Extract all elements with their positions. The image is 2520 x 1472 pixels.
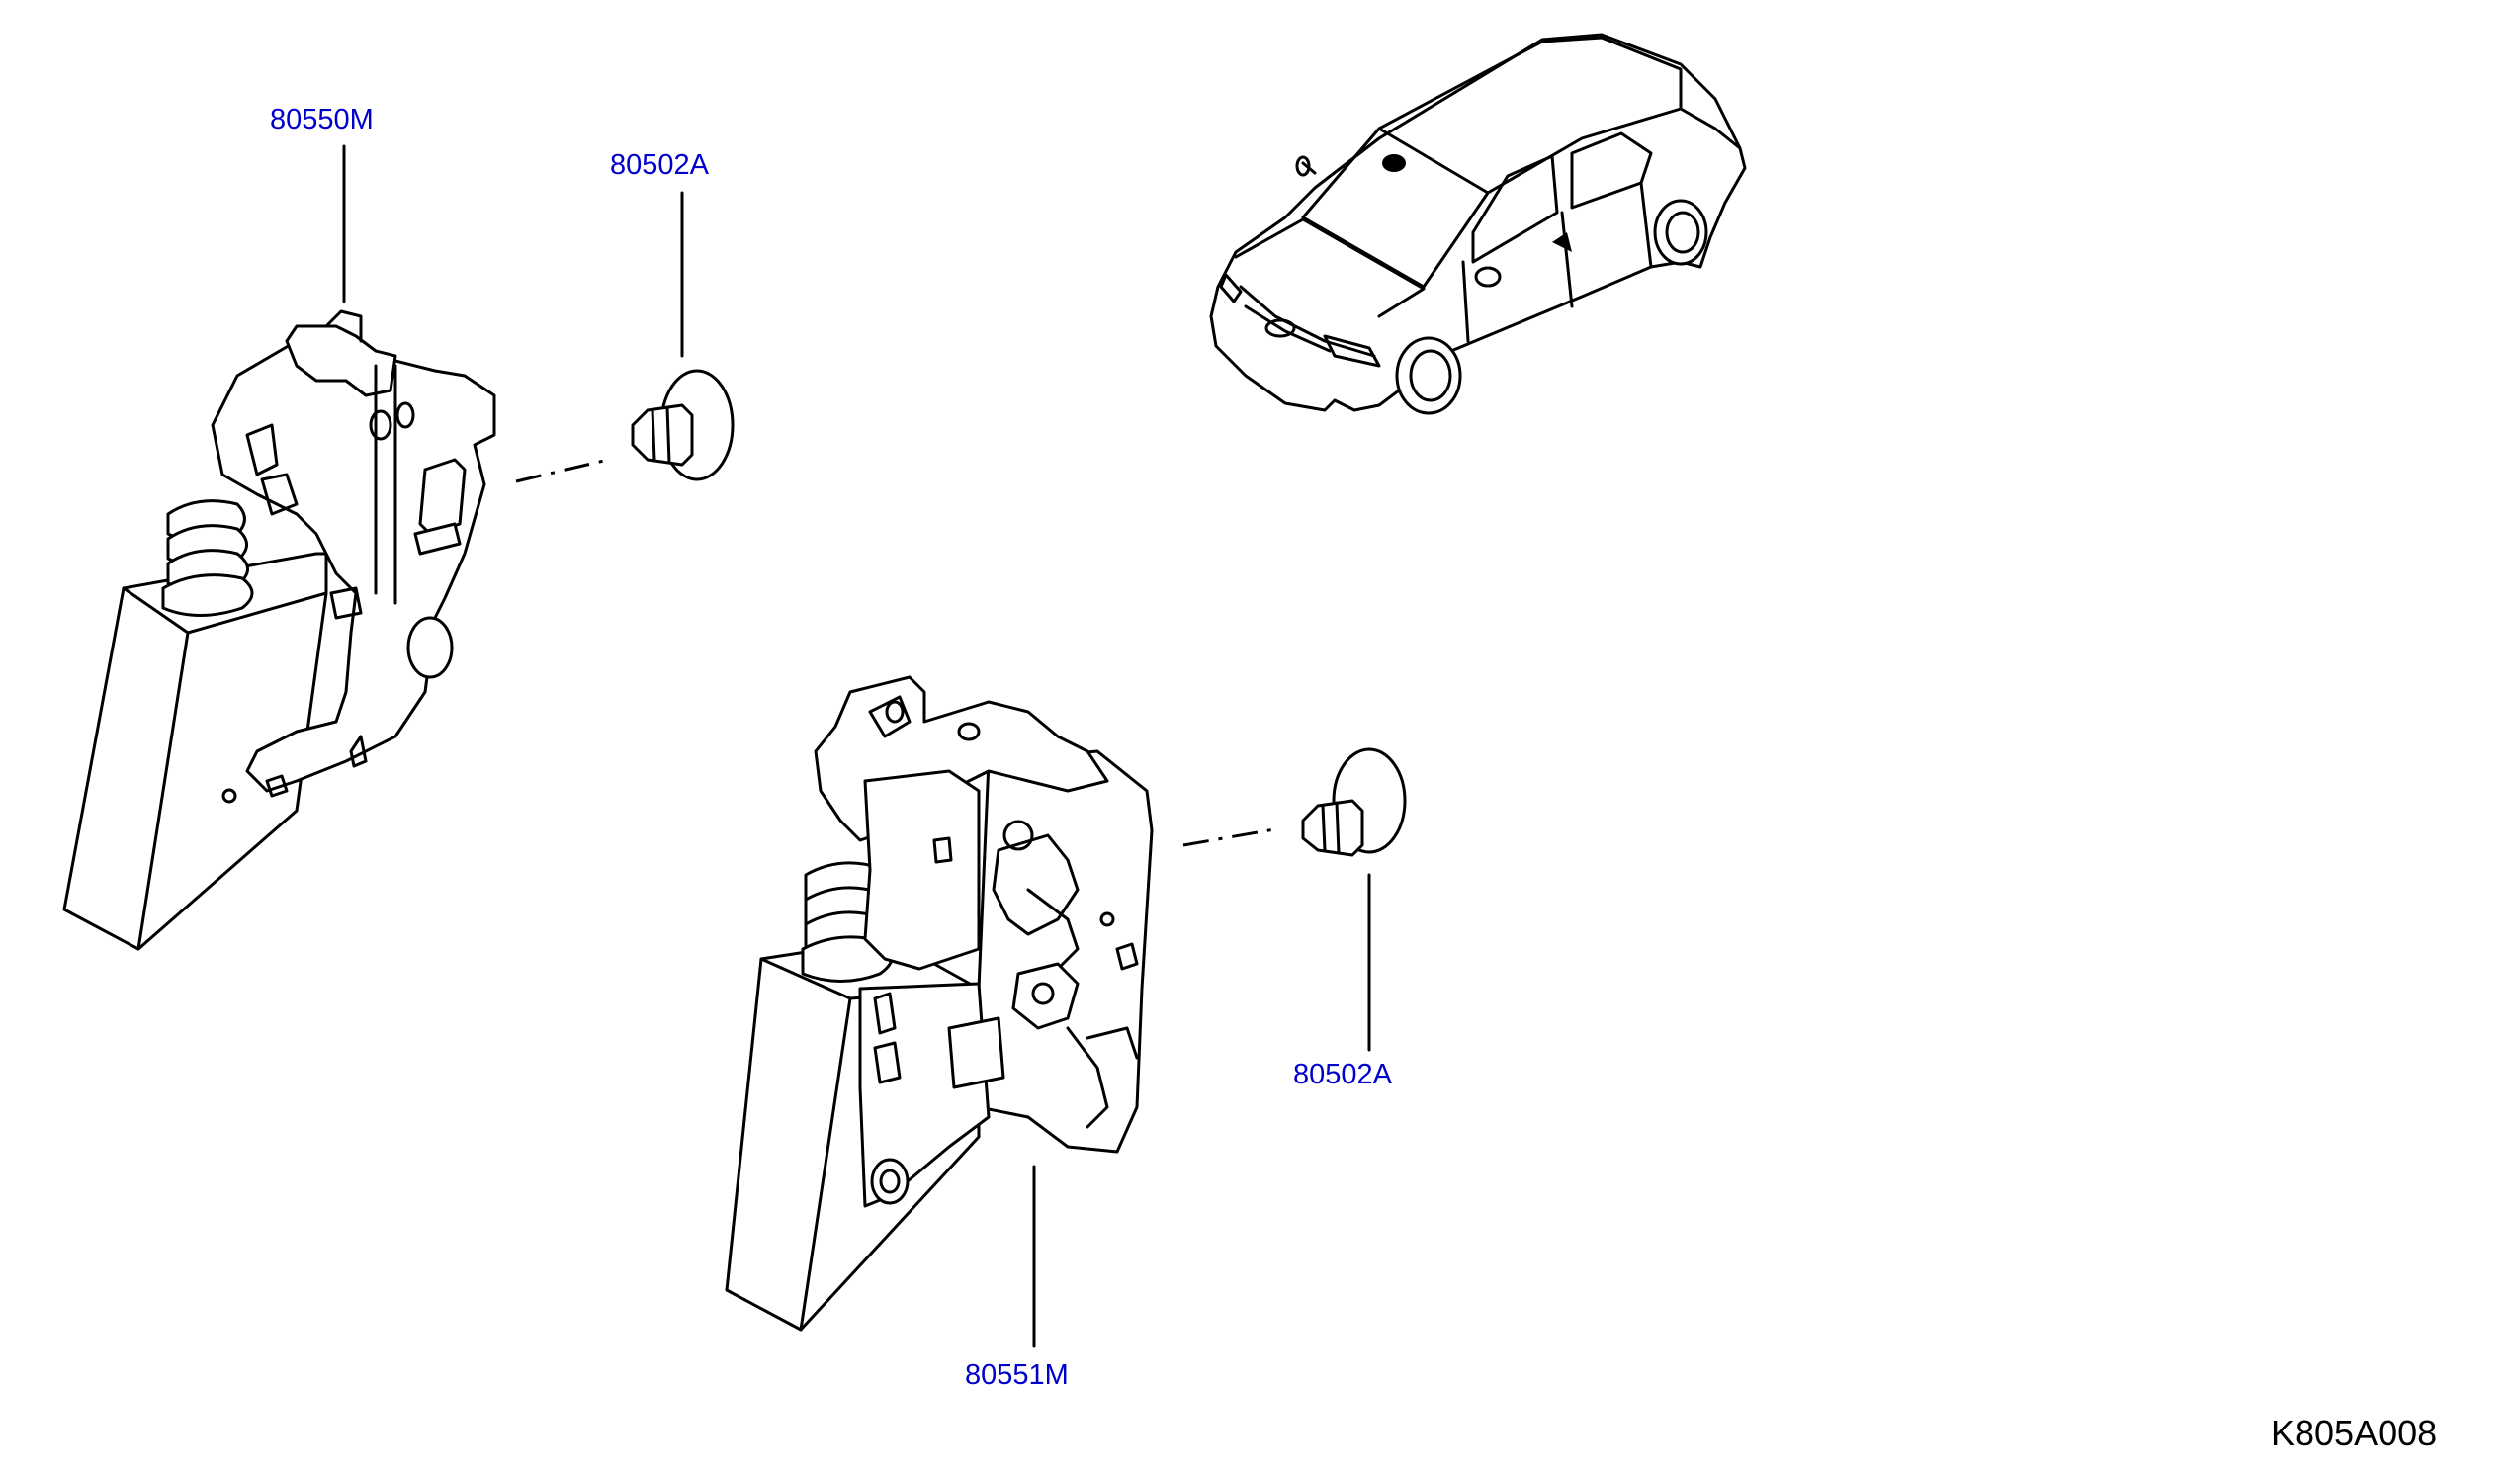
vehicle-illustration <box>1209 33 1747 415</box>
label-clip-lower[interactable]: 80502A <box>1293 1059 1392 1090</box>
label-clip-upper[interactable]: 80502A <box>610 149 709 181</box>
lower-clip-drawing <box>1301 747 1407 1052</box>
alignment-line-lower <box>1182 826 1281 847</box>
upper-clip-drawing <box>631 191 735 481</box>
alignment-line-upper <box>515 458 609 483</box>
left-actuator-drawing <box>62 144 496 951</box>
label-left-actuator[interactable]: 80550M <box>270 104 374 135</box>
right-actuator-drawing <box>725 675 1154 1348</box>
label-right-actuator[interactable]: 80551M <box>965 1359 1069 1391</box>
diagram-reference-code: K805A008 <box>2271 1413 2438 1453</box>
